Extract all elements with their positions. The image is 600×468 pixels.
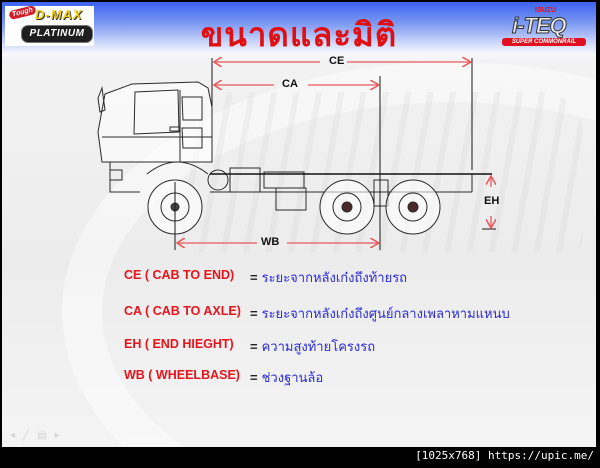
logo-tagline: SUPER COMMONRAIL bbox=[502, 38, 586, 46]
menu-icon[interactable]: ▤ bbox=[37, 430, 47, 441]
dmax-platinum-logo: Tough D-MAX PLATINUM bbox=[5, 4, 94, 46]
image-watermark: [1025x768] https://upic.me/ bbox=[415, 449, 594, 462]
dimension-arrows bbox=[177, 62, 491, 243]
previous-icon[interactable]: ◂ bbox=[10, 430, 16, 441]
legend-code: CE ( CAB TO END) bbox=[124, 268, 235, 282]
legend-code: WB ( WHEELBASE) bbox=[124, 368, 240, 382]
next-icon[interactable]: ▸ bbox=[54, 430, 60, 441]
legend-description: =ระยะจากหลังเก๋งถึงท้ายรถ bbox=[250, 270, 408, 286]
background-truck-grille bbox=[182, 92, 582, 252]
logo-brand: D-MAX bbox=[35, 7, 83, 22]
dimension-label-ca: CA bbox=[282, 78, 298, 90]
slide-title: ขนาดและมิติ bbox=[200, 15, 398, 54]
logo-maker: ISUZU bbox=[535, 7, 556, 14]
logo-badge: PLATINUM bbox=[21, 25, 93, 43]
legend-description: =ความสูงท้ายโครงรถ bbox=[250, 339, 376, 355]
dimension-label-wb: WB bbox=[261, 236, 280, 248]
presentation-slide: Tough D-MAX PLATINUM ขนาดและมิติ ISUZU i… bbox=[2, 2, 596, 447]
reference-lines bbox=[174, 58, 496, 250]
rear-wheel-1 bbox=[319, 179, 375, 235]
logo-brand: i-TEQ bbox=[512, 13, 568, 39]
dimension-label-eh: EH bbox=[484, 195, 500, 207]
legend-description: =ช่วงฐานล้อ bbox=[250, 370, 324, 386]
rear-wheel-2 bbox=[385, 179, 441, 235]
pen-icon[interactable]: ╱ bbox=[23, 430, 30, 441]
legend-code: CA ( CAB TO AXLE) bbox=[124, 304, 241, 318]
dimension-label-ce: CE bbox=[329, 55, 345, 67]
legend-description: =ระยะจากหลังเก๋งถึงศูนย์กลางเพลาหามแหนบ bbox=[250, 306, 510, 322]
isuzu-iteq-logo: ISUZU i-TEQ SUPER COMMONRAIL bbox=[500, 7, 592, 49]
slideshow-toolbar: ◂ ╱ ▤ ▸ bbox=[10, 430, 60, 441]
legend-code: EH ( END HIEGHT) bbox=[124, 337, 234, 351]
truck-dimension-diagram bbox=[97, 2, 596, 250]
truck-cab bbox=[97, 81, 213, 193]
truck-wheels bbox=[147, 179, 441, 235]
